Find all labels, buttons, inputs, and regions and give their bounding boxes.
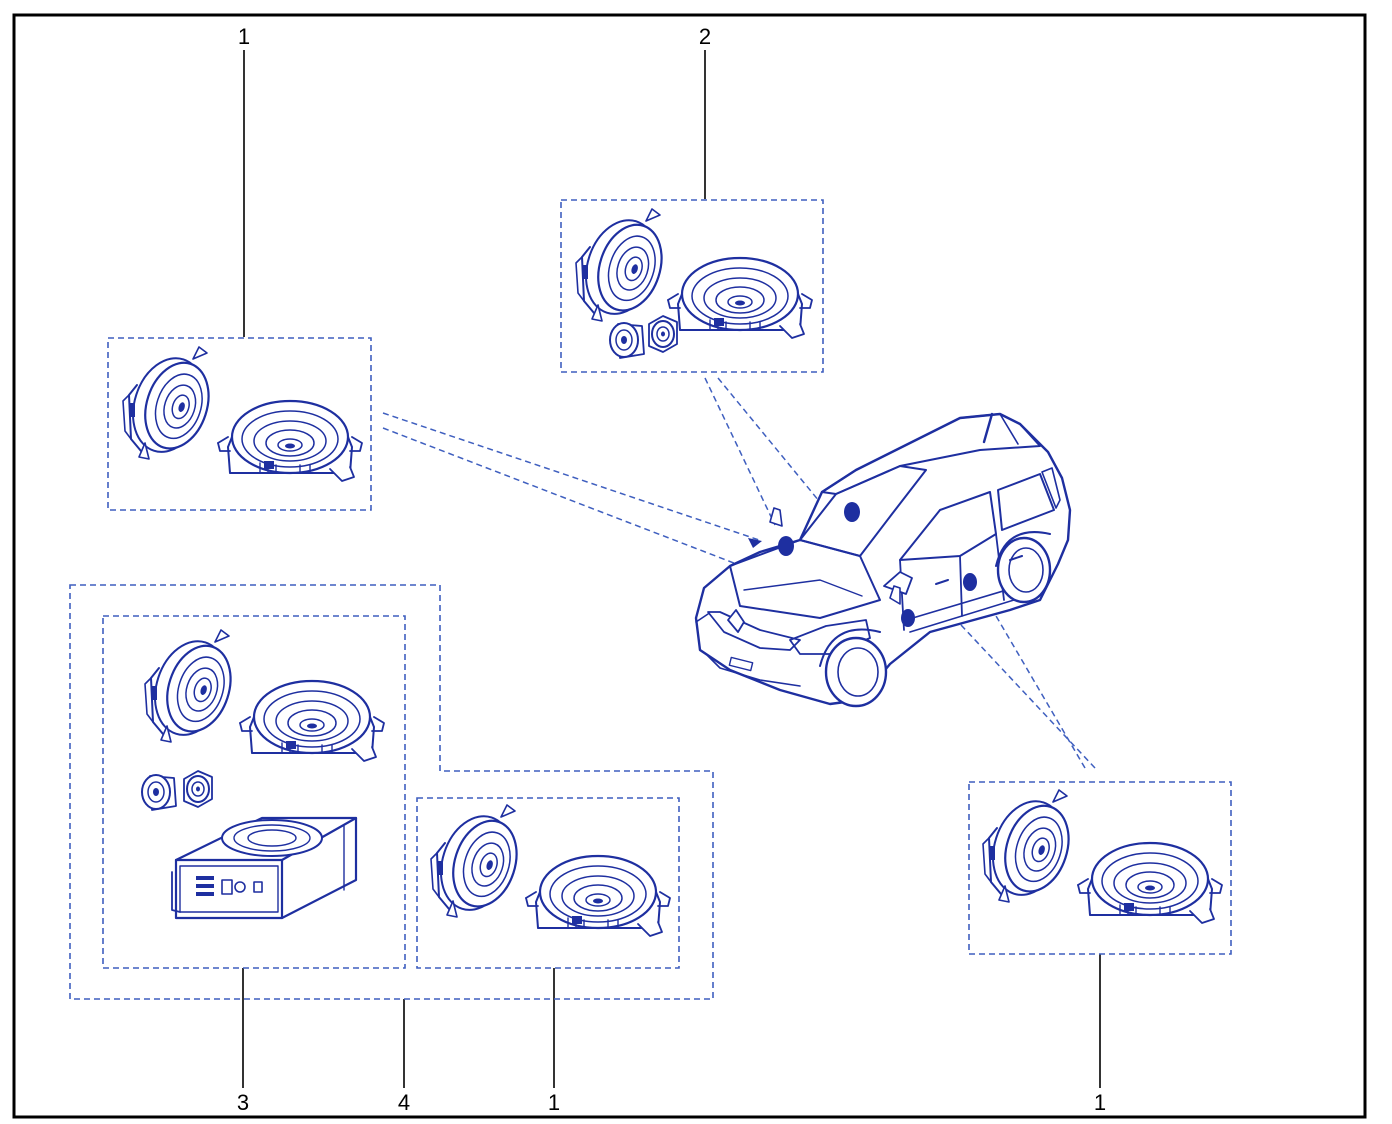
outer-frame bbox=[12, 13, 1367, 1119]
callout-top-center: 2 bbox=[699, 24, 711, 49]
kit-box-subwoofer-set bbox=[102, 615, 406, 969]
tweeter-icon bbox=[141, 774, 177, 811]
round-speaker-icon bbox=[573, 207, 674, 325]
kit-box-lower-speakers bbox=[416, 797, 680, 969]
kit-box-premium-front bbox=[560, 199, 824, 373]
tweeter-icon bbox=[609, 322, 645, 359]
flange-speaker-icon bbox=[666, 256, 814, 340]
tweeter-icon bbox=[183, 770, 213, 808]
subwoofer-box-icon bbox=[171, 816, 358, 920]
kit-box-complete-system bbox=[69, 584, 714, 1000]
tweeter-icon bbox=[648, 315, 678, 353]
callout-bottom-4: 4 bbox=[398, 1090, 410, 1115]
kit-box-front-speakers bbox=[107, 337, 372, 511]
callout-bottom-1-right: 1 bbox=[1094, 1090, 1106, 1115]
flange-speaker-icon bbox=[524, 854, 672, 938]
round-speaker-icon bbox=[120, 345, 221, 463]
callout-bottom-1-mid: 1 bbox=[548, 1090, 560, 1115]
car-illustration bbox=[694, 412, 1072, 708]
round-speaker-icon bbox=[428, 803, 529, 921]
round-speaker-icon bbox=[142, 628, 243, 746]
round-speaker-icon bbox=[980, 788, 1081, 906]
kit-box-rear-speakers bbox=[968, 781, 1232, 955]
flange-speaker-icon bbox=[1076, 841, 1224, 925]
flange-speaker-icon bbox=[238, 679, 386, 763]
flange-speaker-icon bbox=[216, 399, 364, 483]
callout-bottom-3: 3 bbox=[237, 1090, 249, 1115]
callout-top-left: 1 bbox=[238, 24, 250, 49]
